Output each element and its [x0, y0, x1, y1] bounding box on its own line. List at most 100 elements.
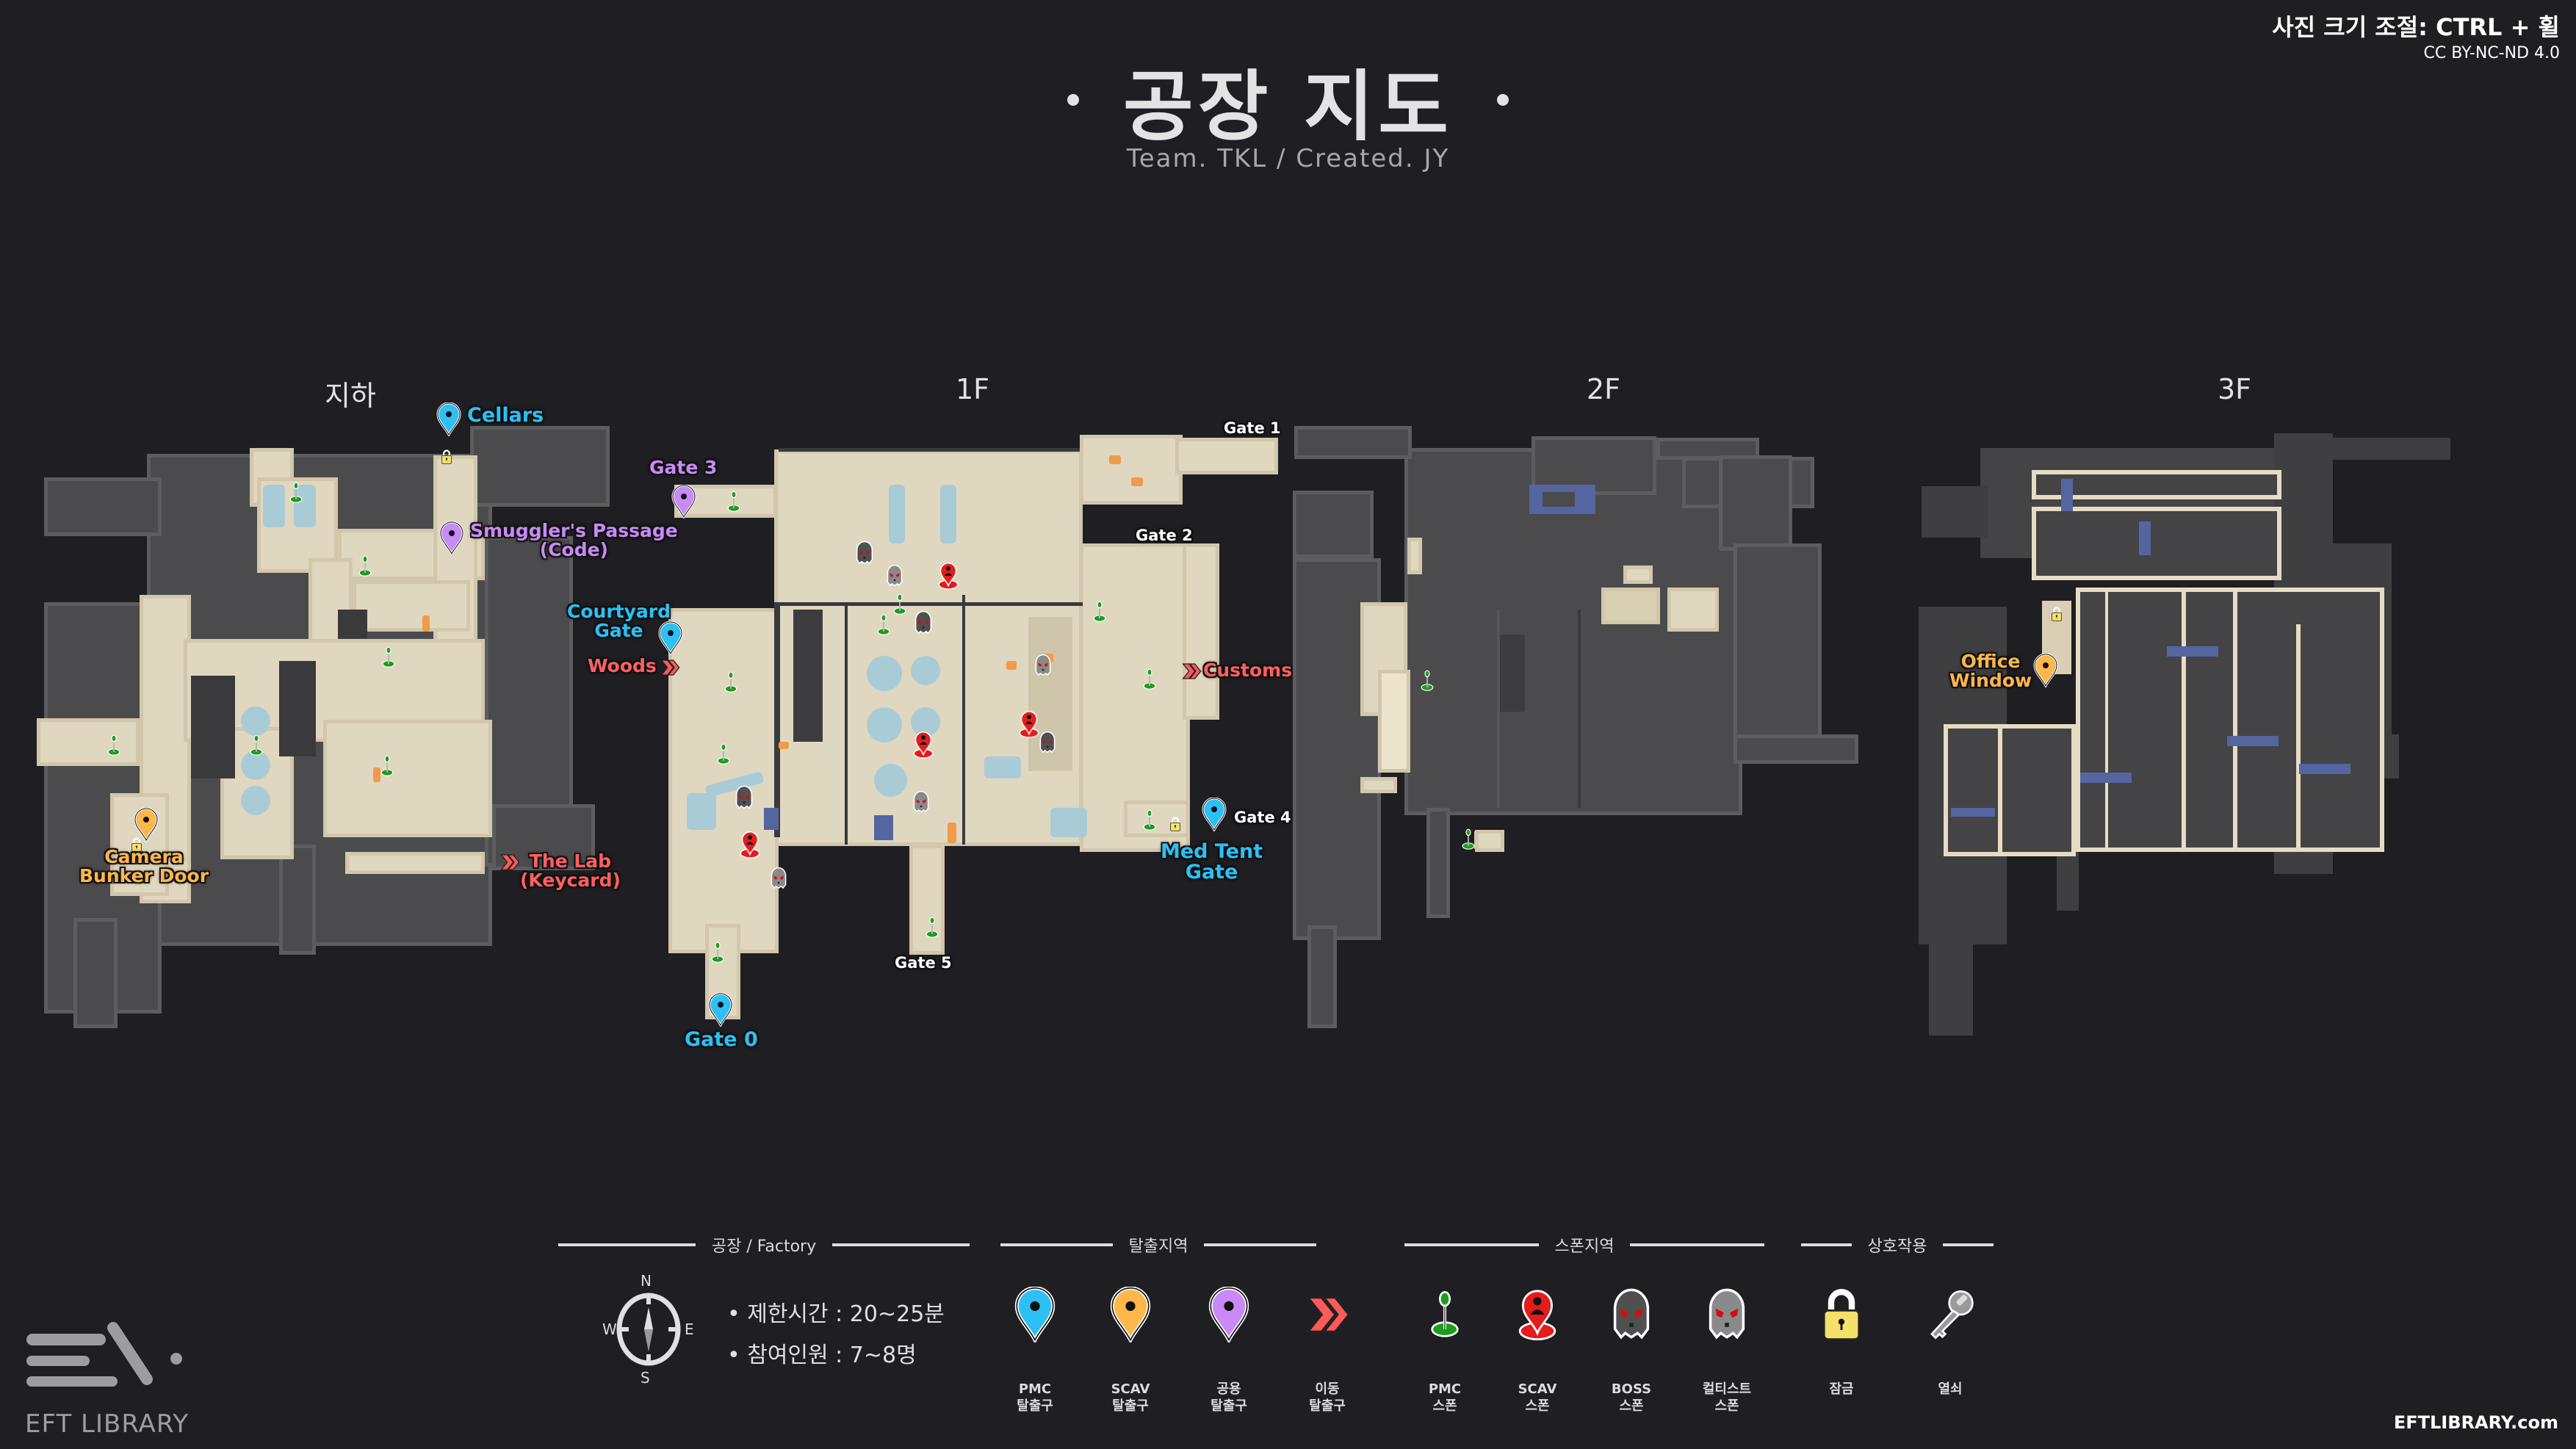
header-hint: 사진 크기 조절: CTRL + 휠 CC BY-NC-ND 4.0: [2272, 9, 2560, 62]
boss-skull-icon: [1611, 1287, 1652, 1343]
floor-label-basement: 지하: [325, 380, 376, 412]
transit-label-the-lab[interactable]: The Lab (Keycard): [520, 850, 621, 892]
pmc-spawn-icon: [893, 593, 906, 615]
pmc-spawn-icon: [250, 734, 263, 756]
cultist-skull-icon: [886, 564, 903, 588]
compass-icon: N S W E: [602, 1272, 694, 1387]
pmc-exit-pin-icon[interactable]: [708, 993, 733, 1027]
shared-exit-pin-icon[interactable]: [439, 521, 464, 555]
title-bullet-right: [1496, 93, 1509, 106]
transit-label-customs[interactable]: Customs: [1203, 660, 1293, 681]
legend-item-cultist-spawn: 컬티스트 스폰: [1686, 1278, 1767, 1415]
transit-chevron-icon[interactable]: [499, 853, 520, 871]
floor-label-3f: 3F: [2217, 373, 2252, 405]
exit-label-gate3[interactable]: Gate 3: [649, 457, 718, 478]
exit-label-cellars[interactable]: Cellars: [467, 404, 544, 427]
pmc-exit-pin-icon: [1014, 1287, 1056, 1343]
title-bullet-left: [1067, 93, 1080, 106]
pmc-spawn-icon: [358, 555, 372, 577]
pmc-exit-pin-icon[interactable]: [1202, 798, 1227, 831]
pmc-spawn-icon: [1421, 670, 1434, 692]
shared-exit-pin-icon: [1208, 1287, 1249, 1343]
legend-item-scav-spawn: SCAV 스폰: [1497, 1278, 1578, 1415]
license-label: CC BY-NC-ND 4.0: [2423, 44, 2560, 62]
transit-chevron-icon[interactable]: [660, 659, 680, 676]
pmc-spawn-icon: [1430, 1286, 1460, 1343]
legend-item-scav-exit: SCAV 탈출구: [1090, 1278, 1171, 1415]
exit-label-gate1[interactable]: Gate 1: [1224, 419, 1281, 437]
transit-label-woods[interactable]: Woods: [588, 655, 657, 676]
legend-item-lock: 잠금: [1801, 1278, 1882, 1398]
pmc-spawn-icon: [380, 755, 394, 777]
scav-spawn-icon: [937, 561, 959, 590]
lock-icon[interactable]: [2051, 607, 2063, 621]
pmc-spawn-icon: [1462, 828, 1475, 850]
floor-label-1f: 1F: [955, 373, 990, 405]
boss-skull-icon: [914, 610, 933, 636]
pmc-spawn-icon: [107, 734, 120, 756]
cultist-skull-icon: [1034, 654, 1052, 677]
legend-info-heading: 공장 / Factory: [711, 1237, 817, 1256]
legend-item-key: 열쇠: [1910, 1278, 1991, 1398]
cultist-skull-icon: [912, 790, 930, 814]
scav-exit-pin-icon: [1110, 1287, 1151, 1343]
pmc-spawn-icon: [926, 917, 939, 939]
boss-skull-icon: [855, 541, 874, 565]
divider: [558, 1243, 696, 1246]
scav-exit-pin-icon[interactable]: [2033, 654, 2058, 687]
eft-library-logo-icon: [26, 1322, 182, 1387]
pmc-spawn-icon: [289, 482, 303, 504]
shared-exit-pin-icon[interactable]: [671, 485, 696, 518]
exit-label-courtyard-gate[interactable]: Courtyard Gate: [567, 601, 671, 642]
boss-skull-icon: [735, 784, 754, 811]
exit-label-gate2[interactable]: Gate 2: [1136, 527, 1193, 544]
pmc-spawn-icon: [727, 491, 740, 513]
cultist-skull-icon: [770, 867, 787, 890]
time-limit: • 제한시간 : 20~25분: [727, 1301, 945, 1327]
divider: [832, 1243, 970, 1246]
transit-chevron-icon: [1305, 1293, 1350, 1337]
pmc-spawn-icon: [711, 942, 724, 964]
exit-label-gate4[interactable]: Gate 4: [1234, 809, 1291, 826]
exit-label-smugglers-passage[interactable]: Smuggler's Passage (Code): [470, 520, 678, 561]
page-subtitle: Team. TKL / Created. JY: [1126, 144, 1450, 173]
legend-item-boss-spawn: BOSS 스폰: [1591, 1278, 1672, 1415]
lock-icon[interactable]: [1169, 817, 1181, 831]
scav-spawn-icon: [739, 830, 761, 859]
legend-item-shared-exit: 공용 탈출구: [1188, 1278, 1269, 1415]
exit-label-gate5[interactable]: Gate 5: [895, 954, 952, 972]
key-icon: [1926, 1287, 1974, 1343]
scav-spawn-icon: [1517, 1287, 1558, 1343]
exit-label-office-window[interactable]: Office Window: [1949, 651, 2032, 692]
legend-item-pmc-spawn: PMC 스폰: [1404, 1278, 1485, 1415]
exit-label-gate0[interactable]: Gate 0: [685, 1028, 758, 1051]
pmc-spawn-icon: [724, 671, 737, 693]
legend-spawns-heading: 스폰지역: [1554, 1237, 1614, 1256]
pmc-spawn-icon: [1143, 809, 1156, 831]
legend-exits-heading: 탈출지역: [1128, 1237, 1188, 1256]
exit-label-med-tent-gate[interactable]: Med Tent Gate: [1161, 840, 1263, 884]
lock-icon[interactable]: [441, 449, 452, 464]
legend-item-transit: 이동 탈출구: [1287, 1278, 1368, 1415]
pmc-spawn-icon: [877, 614, 890, 636]
player-count: • 참여인원 : 7~8명: [727, 1343, 917, 1368]
pmc-spawn-icon: [717, 743, 730, 765]
site-url[interactable]: EFTLIBRARY.com: [2393, 1412, 2558, 1433]
transit-chevron-icon[interactable]: [1181, 662, 1202, 680]
pmc-spawn-icon: [1093, 601, 1106, 623]
legend-interactions-heading: 상호작용: [1867, 1237, 1927, 1256]
pmc-spawn-icon: [1143, 668, 1156, 690]
page-title: 공장 지도: [1123, 62, 1453, 151]
legend-item-pmc-exit: PMC 탈출구: [995, 1278, 1075, 1415]
scav-spawn-icon: [1018, 709, 1040, 739]
pmc-exit-pin-icon[interactable]: [658, 621, 683, 655]
exit-label-camera-bunker[interactable]: Camera Bunker Door: [79, 846, 209, 887]
pmc-spawn-icon: [382, 646, 395, 668]
lock-icon: [1821, 1287, 1862, 1343]
boss-skull-icon: [1039, 730, 1056, 755]
zoom-hint: 사진 크기 조절: CTRL + 휠: [2272, 13, 2560, 41]
floor-label-2f: 2F: [1586, 373, 1621, 405]
scav-spawn-icon: [912, 730, 934, 759]
pmc-exit-pin-icon[interactable]: [436, 402, 461, 436]
page-title-wrap: 공장 지도: [0, 44, 2576, 155]
